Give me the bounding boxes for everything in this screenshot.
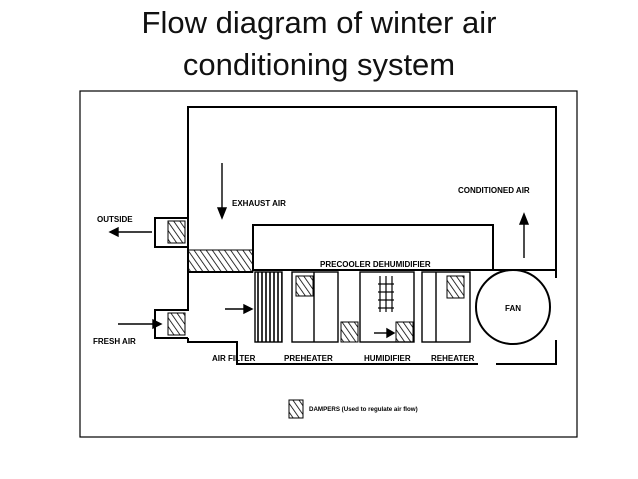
slide-title: Flow diagram of winter air conditioning … (0, 0, 638, 86)
fresh-air-label: FRESH AIR (93, 337, 136, 346)
outside-label: OUTSIDE (97, 215, 133, 224)
humidifier-label: HUMIDIFIER (364, 354, 411, 363)
outside-damper (167, 220, 186, 244)
precooler-dehumidifier-box (252, 224, 494, 271)
return-air-damper (187, 249, 254, 273)
fresh-air-arrow (118, 318, 163, 330)
fan-label: FAN (505, 304, 521, 313)
dampers-legend-swatch (288, 399, 304, 419)
fresh-air-damper (167, 312, 186, 336)
air-filter (254, 271, 283, 343)
slide-title-line-1: Flow diagram of winter air (141, 5, 497, 40)
figure-frame (79, 90, 578, 438)
preheater-damper-bottom (340, 321, 359, 343)
reheater-damper (446, 275, 465, 299)
dampers-legend-label: DAMPERS (Used to regulate air flow) (309, 406, 418, 413)
exhaust-air-label: EXHAUST AIR (232, 199, 286, 208)
precooler-label: PRECOOLER DEHUMIDIFIER (320, 260, 431, 269)
preheater-section (291, 271, 339, 343)
exhaust-air-arrow (216, 163, 228, 220)
humidifier-damper (395, 321, 414, 343)
slide-title-line-2: conditioning system (182, 47, 456, 82)
fan-circle (475, 269, 551, 345)
reheater-label: REHEATER (431, 354, 475, 363)
preheater-label: PREHEATER (284, 354, 333, 363)
outside-arrow (108, 226, 152, 238)
preheater-damper-top (295, 275, 314, 297)
humidifier-spray (378, 276, 394, 312)
conditioned-air-arrow (518, 212, 530, 258)
humidifier-inflow-arrow (374, 327, 396, 339)
reheater-section (421, 271, 471, 343)
humidifier-section (359, 271, 415, 343)
conditioned-air-label: CONDITIONED AIR (458, 186, 530, 195)
air-filter-label: AIR FILTER (212, 354, 256, 363)
filter-inflow-arrow (225, 303, 254, 315)
